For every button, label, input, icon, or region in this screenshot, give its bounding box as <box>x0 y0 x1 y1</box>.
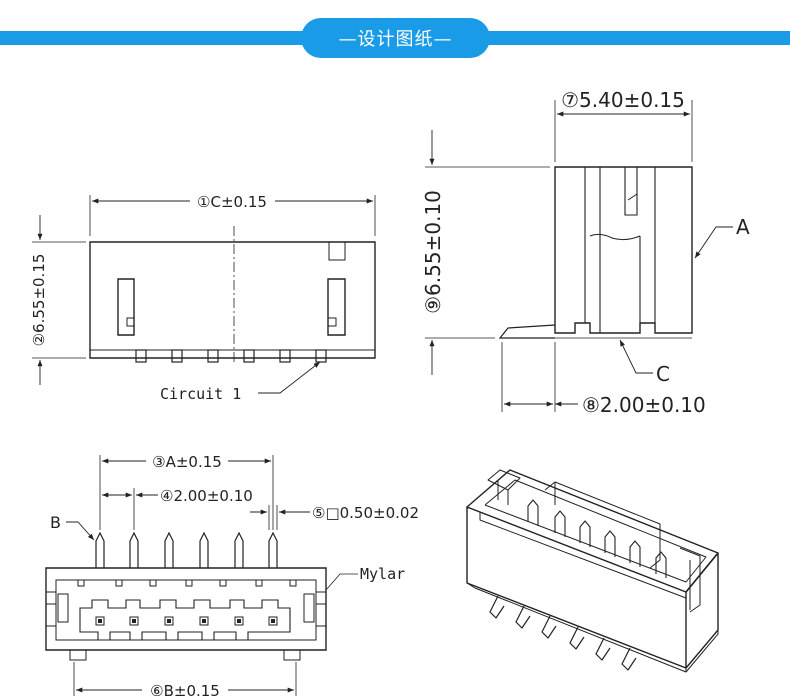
side-dim-top: ⑦5.40±0.15 <box>561 88 685 112</box>
top-dim-pin: ⑤□0.50±0.02 <box>312 504 419 522</box>
iso-smt-legs <box>489 595 637 671</box>
iso-front-face <box>466 506 687 669</box>
side-body-outline <box>554 166 693 334</box>
side-view <box>425 100 733 412</box>
side-label-c: C <box>656 362 670 386</box>
front-dim-left: ②6.55±0.15 <box>30 254 48 347</box>
top-dim-pitch: ④2.00±0.10 <box>160 487 253 505</box>
front-view <box>32 195 376 394</box>
top-view <box>45 455 358 696</box>
top-dim-b: ⑥B±0.15 <box>150 682 220 696</box>
front-callout: Circuit 1 <box>160 385 241 403</box>
front-left-window <box>117 278 135 336</box>
top-label-mylar: Mylar <box>360 565 405 583</box>
front-pins <box>135 349 327 363</box>
front-right-window <box>327 278 346 336</box>
side-pin-leg <box>498 324 556 339</box>
side-label-a: A <box>736 215 750 239</box>
front-body-outline <box>89 241 376 359</box>
top-pins <box>95 531 278 568</box>
iso-inner-pins <box>527 499 667 578</box>
banner-title: —设计图纸— <box>301 18 490 58</box>
front-dim-top: ①C±0.15 <box>197 193 267 211</box>
top-body-outline <box>45 567 327 651</box>
isometric-view <box>466 469 719 673</box>
side-dim-left: ⑨6.55±0.10 <box>421 190 445 314</box>
top-dim-a: ③A±0.15 <box>152 453 222 471</box>
top-contact-cavity <box>79 599 291 641</box>
side-dim-bottom: ⑧2.00±0.10 <box>582 393 706 417</box>
top-contacts <box>95 616 278 626</box>
top-label-b: B <box>50 513 61 532</box>
